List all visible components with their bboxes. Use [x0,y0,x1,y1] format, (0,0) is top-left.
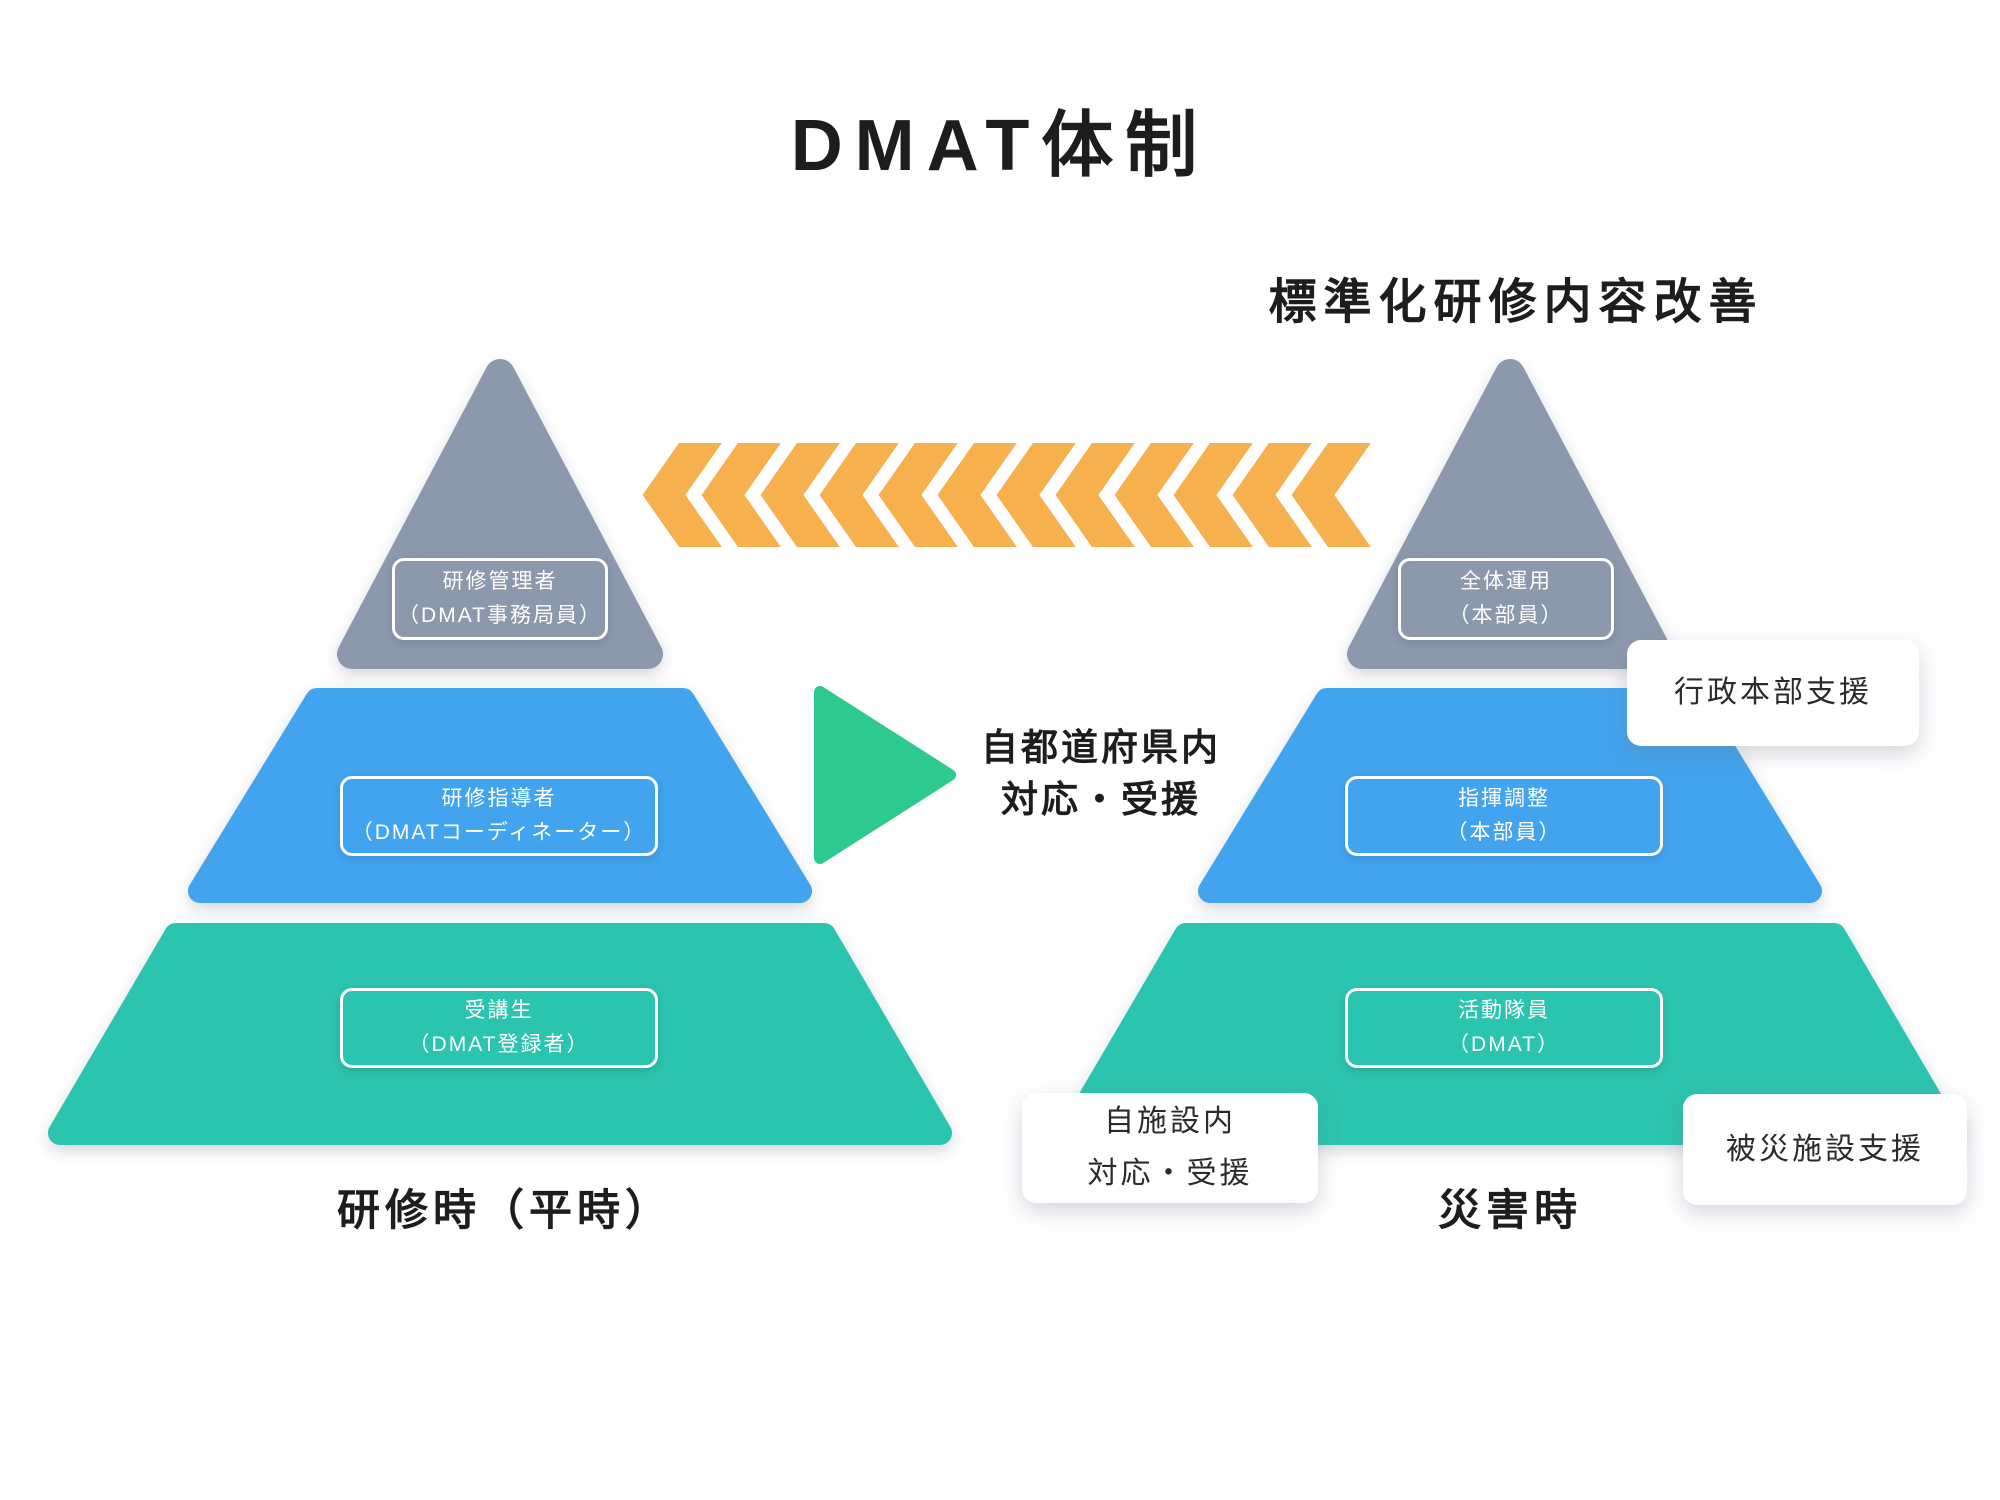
left-pyramid-top-tier-shape [337,359,663,669]
own-prefecture-response-text: 自都道府県内 対応・受援 [901,722,1301,826]
affected-facility-support-card: 被災施設支援 [1683,1094,1967,1205]
label-line: 行政本部支援 [1674,676,1872,709]
label-line: 被災施設支援 [1726,1132,1924,1166]
label-line: 研修指導者 [441,787,557,810]
standardization-improvement-label: 標準化研修内容改善 [1268,276,1764,329]
left-tier-middle-label-box: 研修指導者 （DMATコーディネーター） [340,776,658,856]
chevrons-left-icon [643,443,1369,547]
label-line: （DMATコーディネーター） [351,821,647,844]
label-line: 全体運用 [1460,570,1552,593]
right-tier-bottom-label-box: 活動隊員 （DMAT） [1345,988,1663,1068]
triangle-right-icon [814,686,956,864]
label-line: （本部員） [1446,821,1562,844]
label-line: 対応・受援 [1087,1157,1253,1190]
label-line: 活動隊員 [1458,999,1550,1022]
label-line: （DMAT） [1448,1033,1560,1056]
left-pyramid-caption: 研修時（平時） [337,1187,673,1235]
label-line: 指揮調整 [1458,787,1550,810]
label-line: 自施設内 [1104,1105,1236,1138]
label-line: （本部員） [1448,604,1564,627]
left-pyramid-middle-tier-shape [188,688,812,903]
label-line: 対応・受援 [1001,779,1201,820]
label-line: 研修管理者 [442,570,558,593]
label-line: 自都道府県内 [981,727,1221,768]
right-tier-middle-label-box: 指揮調整 （本部員） [1345,776,1663,856]
label-line: （DMAT事務局員） [398,604,602,627]
label-line: 受講生 [464,999,534,1022]
left-tier-top-label-box: 研修管理者 （DMAT事務局員） [392,558,608,640]
right-pyramid-caption: 災害時 [1438,1187,1582,1235]
left-tier-bottom-label-box: 受講生 （DMAT登録者） [340,988,658,1068]
right-pyramid-top-tier-shape [1347,359,1673,669]
own-facility-response-card: 自施設内 対応・受援 [1022,1093,1318,1203]
admin-hq-support-card: 行政本部支援 [1627,640,1919,746]
label-line: （DMAT登録者） [408,1033,590,1056]
left-pyramid-bottom-tier-shape [48,923,952,1145]
right-tier-top-label-box: 全体運用 （本部員） [1398,558,1614,640]
page-title: DMAT体制 [790,106,1210,186]
